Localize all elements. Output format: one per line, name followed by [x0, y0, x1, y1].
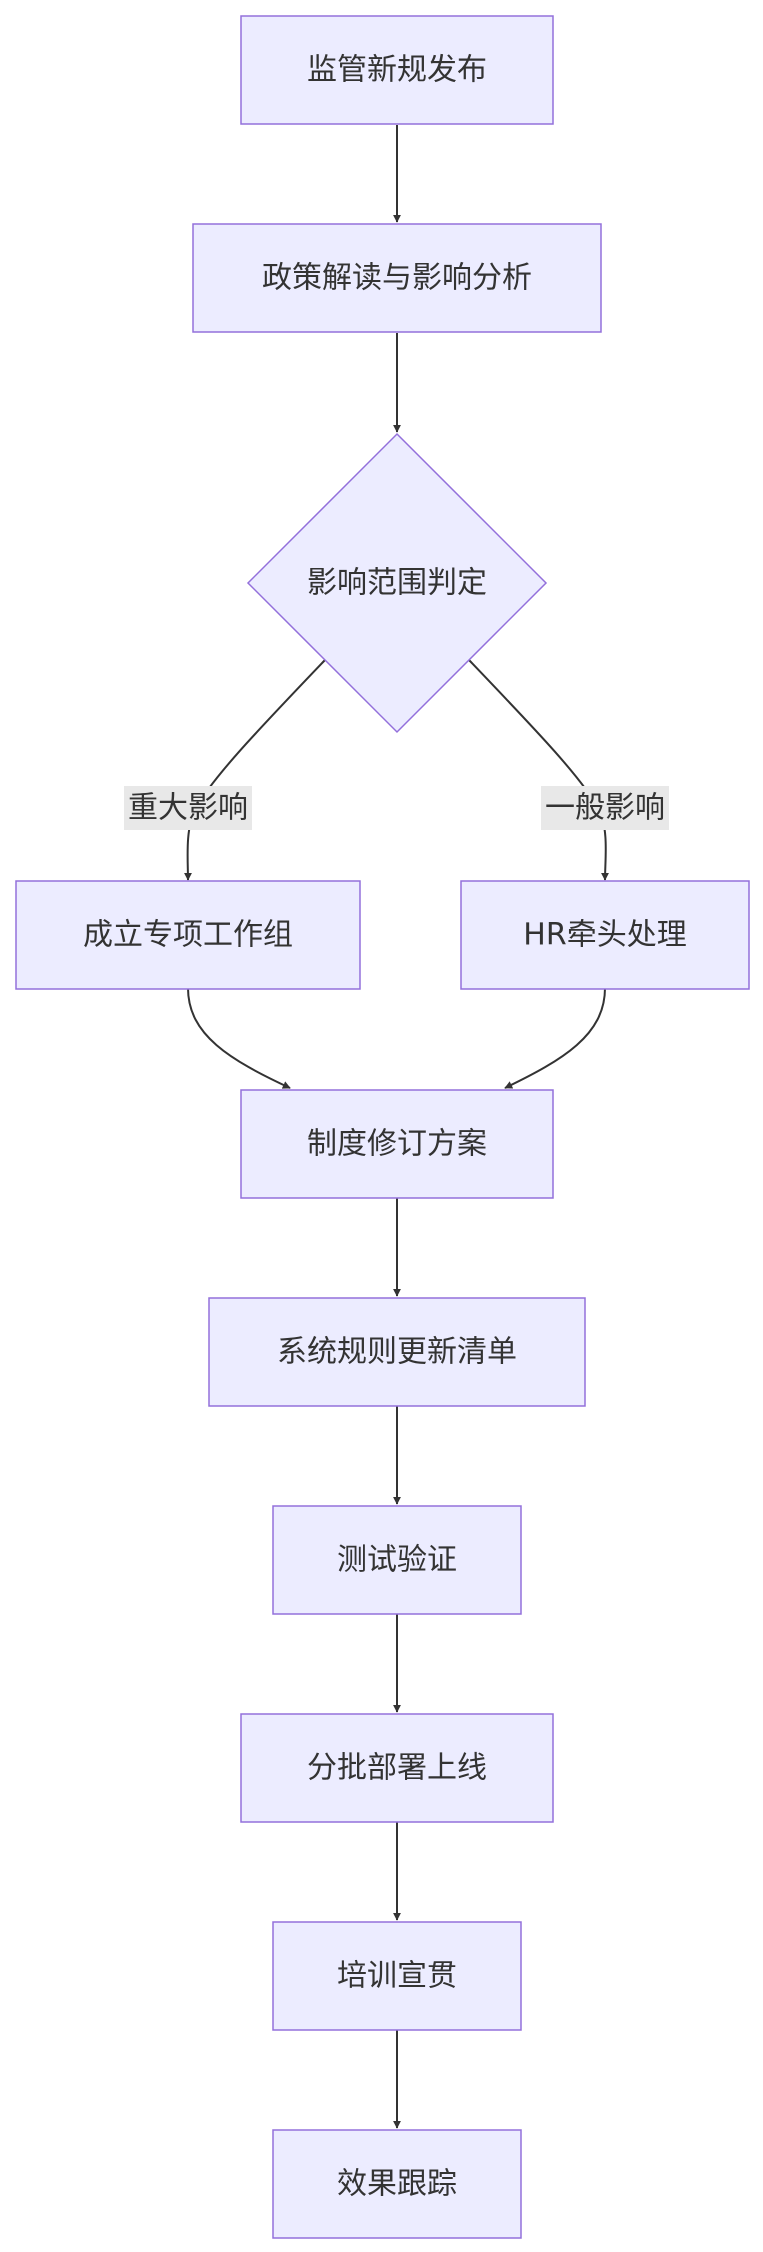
node-impact-decision-label: 影响范围判定	[307, 566, 487, 601]
node-impact-decision: 影响范围判定	[246, 432, 548, 734]
node-hr-lead-label: HR牵头处理	[523, 918, 686, 953]
node-hr-lead: HR牵头处理	[460, 880, 750, 990]
node-deployment: 分批部署上线	[240, 1713, 554, 1823]
edge-label-general-text: 一般影响	[545, 791, 665, 826]
edge-n3-n4	[183, 659, 326, 881]
node-training-label: 培训宣贯	[337, 1959, 457, 1994]
node-tracking: 效果跟踪	[272, 2129, 522, 2239]
node-policy-revision-label: 制度修订方案	[307, 1127, 487, 1162]
node-policy-analysis: 政策解读与影响分析	[192, 223, 602, 333]
node-deployment-label: 分批部署上线	[307, 1751, 487, 1786]
edge-label-general: 一般影响	[541, 786, 669, 830]
edge-n3-n5	[468, 659, 610, 881]
edge-n4-n6	[187, 987, 291, 1089]
node-task-force-label: 成立专项工作组	[83, 918, 293, 953]
node-task-force: 成立专项工作组	[15, 880, 361, 990]
node-system-rules: 系统规则更新清单	[208, 1297, 586, 1407]
edge-n5-n6	[504, 987, 606, 1089]
node-system-rules-label: 系统规则更新清单	[277, 1335, 517, 1370]
edge-label-major: 重大影响	[124, 786, 252, 830]
node-tracking-label: 效果跟踪	[337, 2167, 457, 2202]
node-testing: 测试验证	[272, 1505, 522, 1615]
node-training: 培训宣贯	[272, 1921, 522, 2031]
node-policy-analysis-label: 政策解读与影响分析	[262, 261, 532, 296]
edge-label-major-text: 重大影响	[128, 791, 248, 826]
node-policy-revision: 制度修订方案	[240, 1089, 554, 1199]
node-regulation-release-label: 监管新规发布	[307, 53, 487, 88]
node-testing-label: 测试验证	[337, 1543, 457, 1578]
node-regulation-release: 监管新规发布	[240, 15, 554, 125]
